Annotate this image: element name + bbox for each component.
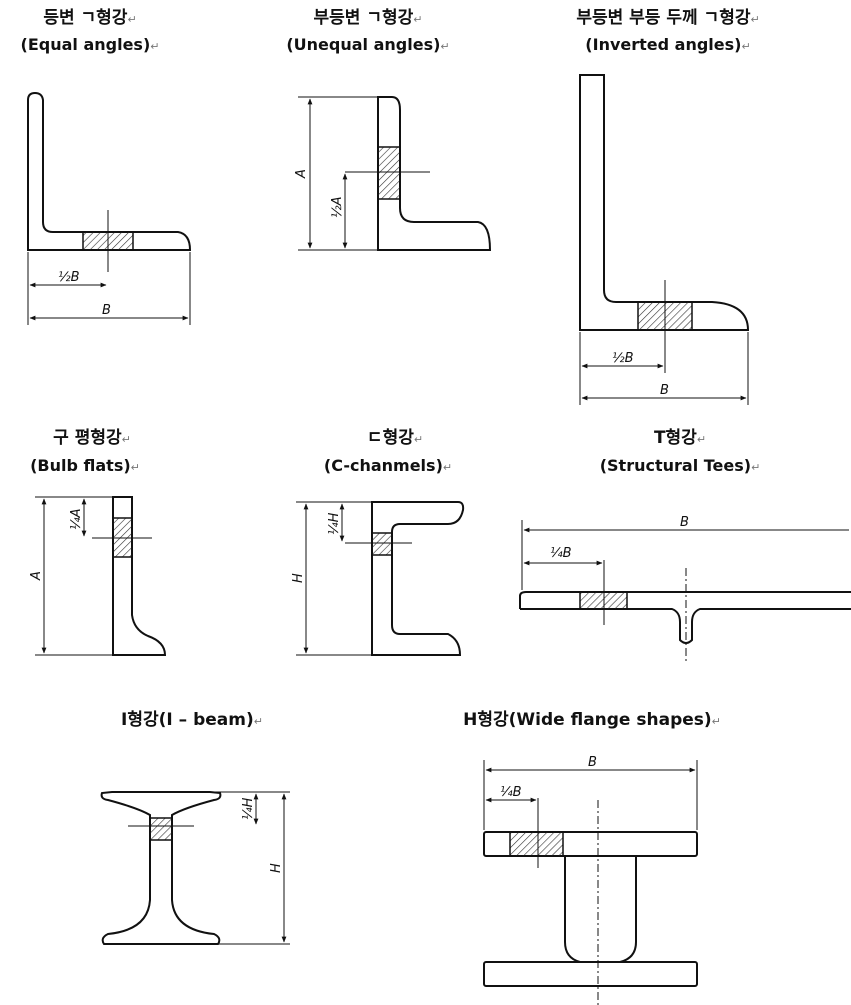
title-equal-angles-kr: 등변 ㄱ형강↵ (43, 8, 137, 28)
title-c-channels-kr: ㄷ형강↵ (366, 428, 424, 448)
label-bulb-quarter-a: ¼A (69, 509, 84, 531)
label-unequal-half-a: ½A (330, 197, 345, 219)
title-bulb-flats-kr: 구 평형강↵ (53, 428, 131, 448)
label-inverted-half-b: ½B (612, 351, 634, 366)
wide-flange-section (483, 760, 698, 1005)
title-equal-angles-en: (Equal angles)↵ (20, 35, 160, 54)
label-channel-h: H (291, 573, 306, 583)
title-structural-tees-en: (Structural Tees)↵ (599, 456, 761, 475)
label-wf-b: B (588, 755, 597, 770)
label-equal-b: B (102, 303, 111, 318)
title-structural-tees-kr: T형강↵ (653, 428, 707, 448)
label-ibeam-quarter-h: ¼H (241, 797, 256, 820)
label-equal-half-b: ½B (58, 270, 80, 285)
structural-tee-section (519, 520, 851, 662)
title-wide-flange: H형강(Wide flange shapes)↵ (463, 710, 721, 730)
i-beam-section (100, 791, 290, 945)
title-inverted-angles-en: (Inverted angles)↵ (585, 35, 751, 54)
label-bulb-a: A (29, 571, 44, 581)
title-i-beam: I형강(I – beam)↵ (121, 710, 263, 730)
label-ibeam-h: H (269, 863, 284, 873)
label-channel-quarter-h: ¼H (327, 512, 342, 535)
label-unequal-a: A (294, 169, 309, 179)
bulb-flat-section (35, 496, 167, 656)
title-unequal-angles-en: (Unequal angles)↵ (286, 35, 450, 54)
label-tee-quarter-b: ¼B (550, 546, 572, 561)
inverted-angle-section (579, 74, 750, 405)
title-c-channels-en: (C-chanmels)↵ (323, 456, 453, 475)
unequal-angle-section (298, 96, 492, 251)
equal-angle-section (27, 91, 192, 325)
title-unequal-angles-kr: 부등변 ㄱ형강↵ (313, 8, 423, 28)
title-inverted-angles-kr: 부등변 부등 두께 ㄱ형강↵ (576, 8, 760, 28)
label-inverted-b: B (660, 383, 669, 398)
label-tee-b: B (680, 515, 689, 530)
title-bulb-flats-en: (Bulb flats)↵ (30, 456, 140, 475)
label-wf-quarter-b: ¼B (500, 785, 522, 800)
c-channel-section (296, 501, 465, 656)
